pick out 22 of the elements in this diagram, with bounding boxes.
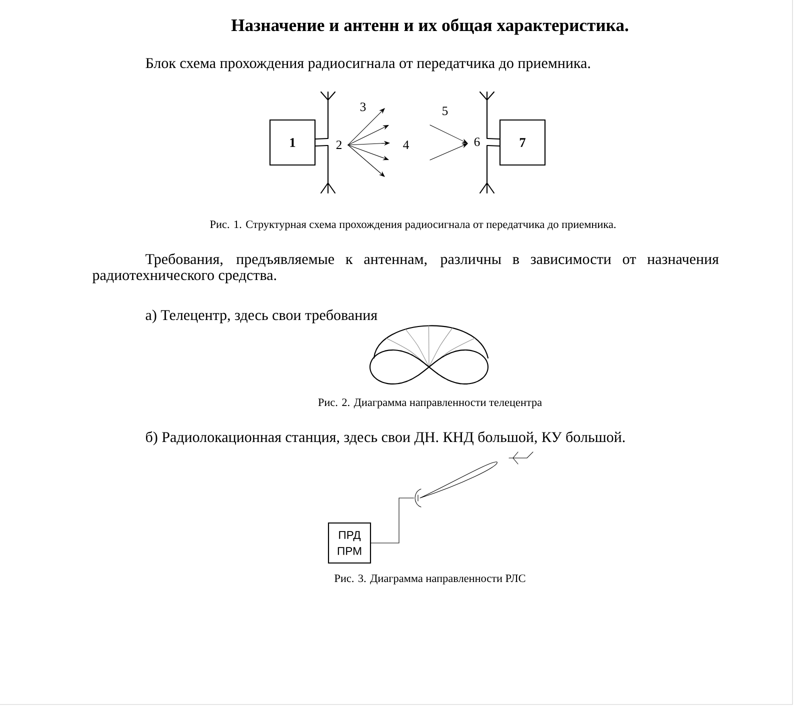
figure-caption: Рис. 3. Диаграмма направленности РЛС (334, 574, 526, 584)
antenna-drawing (479, 91, 495, 194)
text-line: Блок схема прохождения радиосигнала от передатчика до приемника. (146, 58, 590, 72)
figure-caption: Рис. 2. Диаграмма направленности телецентра (318, 398, 542, 408)
callout-number: 6 (474, 138, 480, 146)
callout-number: 5 (442, 106, 448, 116)
equipment-box: ПРД ПРМ (328, 522, 372, 564)
feed-line (315, 138, 328, 147)
title: Назначение и антенн и их общая характеристика. (231, 18, 628, 35)
callout-number: 2 (336, 140, 342, 149)
callout-number: 3 (360, 102, 366, 112)
block-box: 1 (269, 119, 316, 166)
text-line: а) Телецентр, здесь свои требования (146, 309, 378, 324)
block-box: 7 (499, 119, 546, 166)
callout-number: 4 (403, 140, 409, 149)
antenna-drawing (320, 91, 336, 194)
text-line: б) Радиолокационная станция, здесь свои ДН. КНД большой, КУ большой. (146, 431, 625, 446)
paragraph: Требования, предъявляемые к антеннам, различны в зависимости от назначения радиотехнического средства. (92, 253, 719, 284)
feed-line (370, 498, 414, 544)
figure-caption: Рис. 1. Структурная схема прохождения радиосигнала от передатчика до приемника. (210, 220, 616, 230)
feed-line (487, 138, 500, 147)
dish-antenna (414, 488, 422, 508)
